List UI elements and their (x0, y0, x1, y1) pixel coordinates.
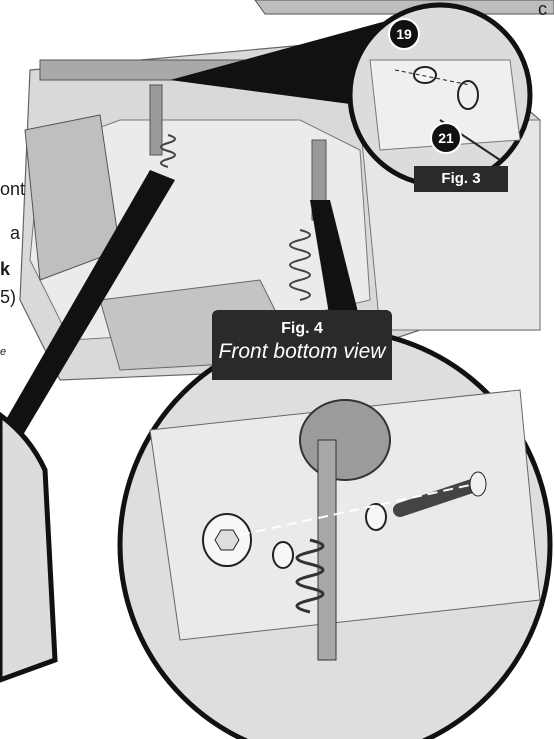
wheel-hub (299, 399, 391, 481)
fig4-caption: Front bottom view (218, 340, 386, 363)
spring-left (160, 134, 176, 168)
fig4-banner: Fig. 4 Front bottom view (212, 310, 392, 380)
left-inset (0, 411, 58, 683)
fig3-pointer (170, 20, 395, 110)
cropped-text-3: k (0, 259, 11, 279)
cropped-text-2: a (10, 223, 21, 243)
shock-spring (295, 538, 325, 614)
fig4-label: Fig. 4 (281, 320, 323, 337)
washer-a (272, 541, 294, 569)
cropped-text-5: e (0, 346, 7, 358)
spring-right (289, 229, 311, 301)
fig3-inset (347, 2, 533, 188)
fig3-label: Fig. 3 (414, 166, 508, 192)
cropped-text-1: ont (0, 179, 26, 199)
washer-b (365, 503, 387, 531)
cropped-panel-top (254, 0, 554, 15)
fig4-pointer (310, 200, 360, 320)
washer-19 (413, 66, 437, 84)
pin-hole (457, 80, 479, 110)
left-inset-pointer (0, 170, 175, 440)
fig4-inset (117, 327, 553, 739)
bolt (393, 478, 482, 517)
cropped-text-4: 5) (0, 287, 17, 307)
callout-21: 21 (430, 122, 462, 154)
callout-19: 19 (388, 18, 420, 50)
cropped-text-top: c (538, 0, 547, 19)
